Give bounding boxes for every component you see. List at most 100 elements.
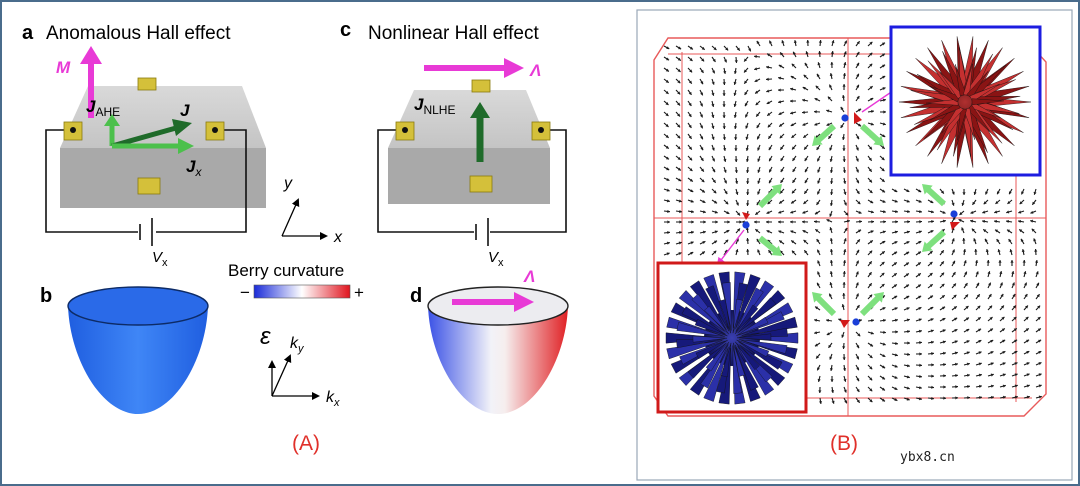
field-arrow-head [756,238,760,242]
field-arrow-head [985,191,989,195]
field-arrow-head [856,249,860,253]
pole-right [950,210,960,230]
field-arrow-head [869,388,873,392]
field-arrow-head [829,84,833,88]
caption-a: (A) [292,432,320,455]
field-arrow-head [1038,384,1042,388]
field-arrow-head [843,62,847,66]
field-arrow-head [842,282,846,285]
field-arrow-head [802,122,806,126]
field-arrow-head [894,307,898,311]
field-arrow-head [838,318,842,322]
field-arrow-head [856,84,860,88]
field-arrow-head [814,220,817,224]
field-arrow-head [882,87,886,91]
field-arrow-head [881,398,885,402]
field-arrow-head [803,200,807,204]
field-arrow-head [855,260,859,264]
field-arrow-head [906,318,910,322]
field-arrow-head [1008,191,1012,195]
field-arrow-head [817,191,821,195]
field-arrow-head [856,305,860,309]
field-arrow-head [768,180,772,184]
field-arrow-head [895,209,898,214]
bowl-berry-rim [427,286,569,326]
field-arrow-head [988,294,992,298]
field-arrow-head [830,181,834,184]
field-arrow-head [1007,200,1011,204]
field-arrow-head [856,388,860,392]
field-arrow-head [766,77,769,81]
field-arrow-head [817,249,820,253]
field-arrow-head [868,168,872,172]
field-arrow-head [918,397,922,401]
panel-c-letter: c [340,19,351,41]
field-arrow-head [778,88,781,92]
field-arrow-head [881,251,885,255]
field-arrow-head [1035,271,1039,275]
field-arrow-head [893,284,897,288]
field-arrow-head [711,125,715,129]
field-arrow-head [733,81,737,85]
field-arrow-head [829,356,833,360]
field-arrow-head [665,90,669,94]
field-arrow-head [1007,229,1011,233]
field-arrow-head [869,41,873,45]
field-arrow-head [930,318,934,322]
field-arrow-head [829,170,834,173]
field-arrow-head [1037,305,1041,309]
field-arrow-head [941,229,945,233]
field-arrow-head [846,219,850,223]
field-arrow-head [941,283,945,287]
field-arrow-head [806,40,810,43]
field-arrow-head [856,62,860,66]
field-arrow-head [870,230,874,234]
field-arrow-head [744,103,748,107]
field-arrow-head [804,169,808,173]
field-arrow-head [882,64,886,68]
inset-blue-monopole [656,261,808,414]
field-arrow-head [1014,395,1018,399]
field-arrow-head [1010,260,1014,263]
field-arrow-head [733,71,737,74]
ky-label: ky [290,335,305,355]
field-arrow-head [856,96,860,100]
contact-dot-left-a [70,127,76,133]
field-arrow-head [830,192,834,195]
field-arrow-head [1036,282,1040,286]
field-arrow-head [905,284,909,288]
spike [736,333,772,341]
field-arrow-head [1022,260,1026,263]
inset-red-spikes [898,36,1032,168]
field-arrow-head [953,306,957,310]
field-arrow-head [1026,395,1030,399]
field-arrow-head [734,159,738,162]
field-arrow-head [858,210,862,214]
field-arrow-head [1038,339,1042,343]
spike [966,105,991,132]
field-arrow-head [883,330,886,334]
field-arrow-head [941,295,945,299]
field-arrow-head [766,210,770,214]
field-arrow-head [699,103,703,107]
field-arrow-head [988,282,991,286]
field-arrow-head [842,357,846,360]
field-arrow-head [999,271,1003,275]
field-arrow-head [816,146,820,150]
jx-label: Jx [186,157,202,179]
field-arrow-head [931,374,934,378]
field-arrow-head [768,158,772,162]
field-arrow-head [894,387,898,390]
field-arrow-head [689,157,693,161]
field-arrow-head [754,54,757,59]
field-arrow-head [990,384,994,388]
field-arrow-head [881,376,885,380]
field-arrow-head [791,250,795,254]
field-arrow-head [727,220,730,224]
watermark-text: ybx8.cn [900,450,955,465]
field-arrow-head [791,200,795,204]
field-arrow-head [844,40,847,44]
field-arrow-head [1026,384,1030,388]
field-arrow-head [744,58,748,62]
